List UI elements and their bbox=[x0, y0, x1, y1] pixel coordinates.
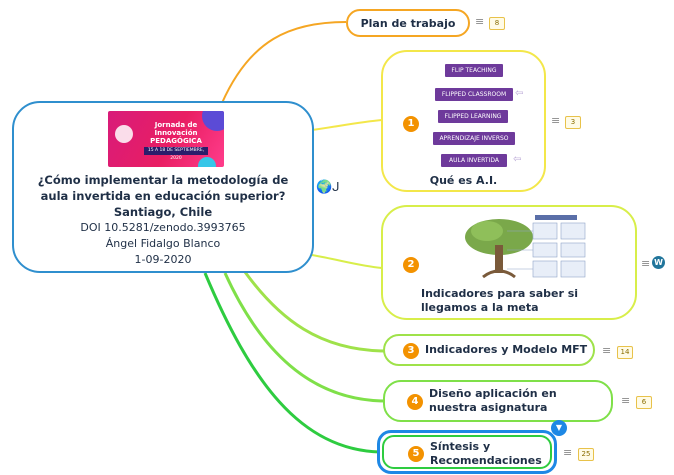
tree-diagram-image bbox=[465, 215, 586, 279]
subtopic-count-badge[interactable]: 25 bbox=[578, 448, 594, 461]
topic-plan-de-trabajo[interactable]: Plan de trabajo bbox=[346, 9, 470, 37]
globe-icon[interactable]: 🌍 bbox=[316, 180, 333, 195]
central-doi: DOI 10.5281/zenodo.3993765 bbox=[80, 221, 246, 234]
topic-label: Indicadores y Modelo MFT bbox=[425, 343, 588, 356]
event-logo bbox=[115, 125, 133, 143]
notes-icon[interactable]: ≡ bbox=[641, 257, 651, 270]
image-label: FLIPPED CLASSROOM bbox=[435, 88, 513, 101]
notes-icon[interactable]: ≡ bbox=[602, 344, 612, 357]
topic-label: Qué es A.I. bbox=[429, 174, 498, 187]
connector-indicadores-mft bbox=[243, 271, 385, 353]
topic-number-badge: 5 bbox=[408, 446, 424, 462]
collapse-toggle-icon[interactable]: ▼ bbox=[551, 420, 567, 436]
wordpress-icon[interactable]: W bbox=[652, 256, 665, 269]
central-date: 1-09-2020 bbox=[134, 253, 192, 266]
notes-icon[interactable]: ≡ bbox=[551, 114, 561, 127]
connector-diseno bbox=[223, 272, 385, 403]
image-label: FLIPPED LEARNING bbox=[438, 110, 508, 123]
connector-que-es bbox=[311, 119, 383, 131]
topic-label: Plan de trabajo bbox=[360, 16, 456, 30]
arrow-left-icon: ⇦ bbox=[513, 154, 522, 165]
central-topic[interactable]: Jornada de Innovación PEDAGÓGICA 15 A 18… bbox=[12, 101, 314, 273]
topic-label: Diseño aplicación en nuestra asignatura bbox=[429, 387, 557, 414]
connector-indicadores-meta bbox=[311, 254, 383, 269]
banner-date: 15 A 18 DE SEPTIEMBRE, 2020 bbox=[144, 147, 208, 161]
topic-que-es-ai[interactable]: FLIP TEACHING FLIPPED CLASSROOM ⇦ FLIPPE… bbox=[381, 50, 546, 192]
topic-number-badge: 3 bbox=[403, 343, 419, 359]
image-label: AULA INVERTIDA bbox=[441, 154, 507, 167]
topic-label: Síntesis y Recomendaciones bbox=[430, 440, 542, 467]
arrow-left-icon: ⇦ bbox=[515, 88, 524, 99]
event-banner-image: Jornada de Innovación PEDAGÓGICA 15 A 18… bbox=[108, 111, 224, 167]
topic-indicadores-mft[interactable]: 3 Indicadores y Modelo MFT bbox=[383, 334, 595, 366]
subtopic-count-badge[interactable]: 3 bbox=[565, 116, 581, 129]
topic-label: Indicadores para saber si llegamos a la … bbox=[421, 287, 579, 314]
connector-sintesis bbox=[203, 272, 381, 454]
image-label: FLIP TEACHING bbox=[445, 64, 503, 77]
central-title: ¿Cómo implementar la metodología de aula… bbox=[37, 173, 289, 219]
topic-number-badge: 4 bbox=[407, 394, 423, 410]
notes-icon[interactable]: ≡ bbox=[563, 446, 573, 459]
central-author: Ángel Fidalgo Blanco bbox=[105, 237, 221, 250]
link-icon[interactable]: ᒍ bbox=[332, 180, 340, 194]
topic-number-badge: 2 bbox=[403, 257, 419, 273]
notes-icon[interactable]: ≡ bbox=[621, 394, 631, 407]
banner-title: Jornada de Innovación PEDAGÓGICA bbox=[150, 121, 202, 145]
topic-diseno-aplicacion[interactable]: 4 Diseño aplicación en nuestra asignatur… bbox=[383, 380, 613, 422]
notes-icon[interactable]: ≡ bbox=[475, 15, 485, 28]
connector-plan bbox=[221, 21, 347, 104]
topic-number-badge: 1 bbox=[403, 116, 419, 132]
subtopic-count-badge[interactable]: 14 bbox=[617, 346, 633, 359]
subtopic-count-badge[interactable]: 6 bbox=[636, 396, 652, 409]
topic-indicadores-meta[interactable]: 2 Indicadores para saber si llegamos a l… bbox=[381, 205, 637, 320]
image-label: APRENDIZAJE INVERSO bbox=[433, 132, 515, 145]
topic-sintesis-recomendaciones[interactable]: 5 Síntesis y Recomendaciones bbox=[377, 430, 557, 474]
subtopic-count-badge[interactable]: 8 bbox=[489, 17, 505, 30]
